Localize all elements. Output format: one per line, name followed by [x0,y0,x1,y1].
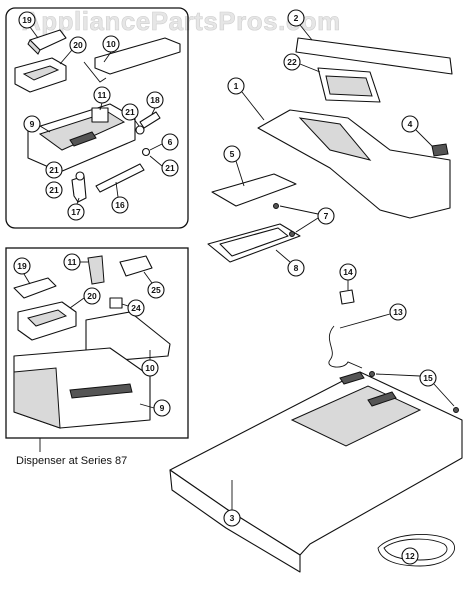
inset-callout-25: 25 [151,285,161,295]
part-3-top-slot-b [367,391,397,407]
callout-1: 1 [234,81,239,91]
callout-21-b: 21 [165,163,175,173]
part-21-clamp-2 [75,171,85,181]
inset-caption: Dispenser at Series 87 [16,455,127,467]
part-1-console [257,109,451,219]
part-13-harness [328,325,363,369]
inset-callout-10: 10 [145,363,155,373]
callout-21-d: 21 [49,185,59,195]
top-left-callouts: 19 20 10 11 9 21 18 6 21 21 21 17 16 [18,11,179,221]
part-15-screw-b [453,407,459,413]
part-10-rod [83,61,107,83]
part-6-fitting [141,147,151,157]
inset-part-24-clip [109,297,123,309]
part-14-clamp [339,289,355,305]
inset-part-19-cap [13,277,57,299]
part-21-clamp-1 [135,125,145,135]
callout-9: 9 [30,119,35,129]
part-2-trim [295,37,453,75]
callout-17: 17 [71,207,81,217]
part-12-cord [377,534,455,567]
callout-19: 19 [22,15,32,25]
part-4-knob [431,143,449,157]
inset-callout-24: 24 [131,303,141,313]
inset-part-25-switch [119,255,153,277]
part-3-top-slot-a [339,371,365,385]
callout-4: 4 [408,119,413,129]
inset-callouts: 19 11 25 20 24 10 9 [13,253,171,417]
part-15-screw-a [369,371,375,377]
callout-16: 16 [115,200,125,210]
callout-20: 20 [73,40,83,50]
part-20-lid-detail [22,65,60,81]
callout-21-c: 21 [49,165,59,175]
inset-callout-11: 11 [68,257,77,267]
part-10-channel [94,37,181,75]
inset-part-9-housing-face [13,367,61,429]
part-5-plate [211,173,297,207]
callout-6: 6 [168,137,173,147]
callout-13: 13 [393,307,403,317]
part-11-valve [91,107,109,123]
series87-parts-group [13,255,171,429]
part-22-switch-face [325,75,373,97]
dispenser-parts-group [14,29,181,203]
callout-12: 12 [405,551,415,561]
watermark-text: AppliancePartsPros.com [22,6,341,36]
callout-15: 15 [423,373,433,383]
callout-22: 22 [287,57,297,67]
callout-14: 14 [343,267,353,277]
callout-11: 11 [98,90,107,100]
part-7-screw-a [273,203,279,209]
callout-18: 18 [150,95,160,105]
callout-2: 2 [294,13,299,23]
part-18-tube [139,111,161,129]
part-12-cord-inner [383,538,448,561]
callout-3: 3 [230,513,235,523]
inset-part-9-housing-slot [69,383,133,399]
part-8-frame-inner [219,227,289,257]
part-19-cap-edge [27,39,41,55]
callout-21-a: 21 [125,107,135,117]
part-1-console-curve [298,117,372,161]
callout-7: 7 [324,211,329,221]
part-9-tray-slot [69,131,97,147]
series87-inset-box [5,247,189,439]
inset-part-20-lid-detail [27,309,68,327]
part-3-top [169,371,463,556]
part-16-hose [95,163,145,193]
callout-5: 5 [230,149,235,159]
part-7-screw-b [289,231,295,237]
callout-8: 8 [294,263,299,273]
right-callouts: 2 22 1 4 5 7 8 14 13 15 3 12 [223,9,455,565]
right-parts-group [169,37,463,573]
dispenser-group-box [5,7,189,229]
inset-callout-19: 19 [17,261,27,271]
callout-10: 10 [106,39,116,49]
inset-callout-20: 20 [87,291,97,301]
inset-part-11-valve [87,255,105,285]
inset-callout-9: 9 [160,403,165,413]
